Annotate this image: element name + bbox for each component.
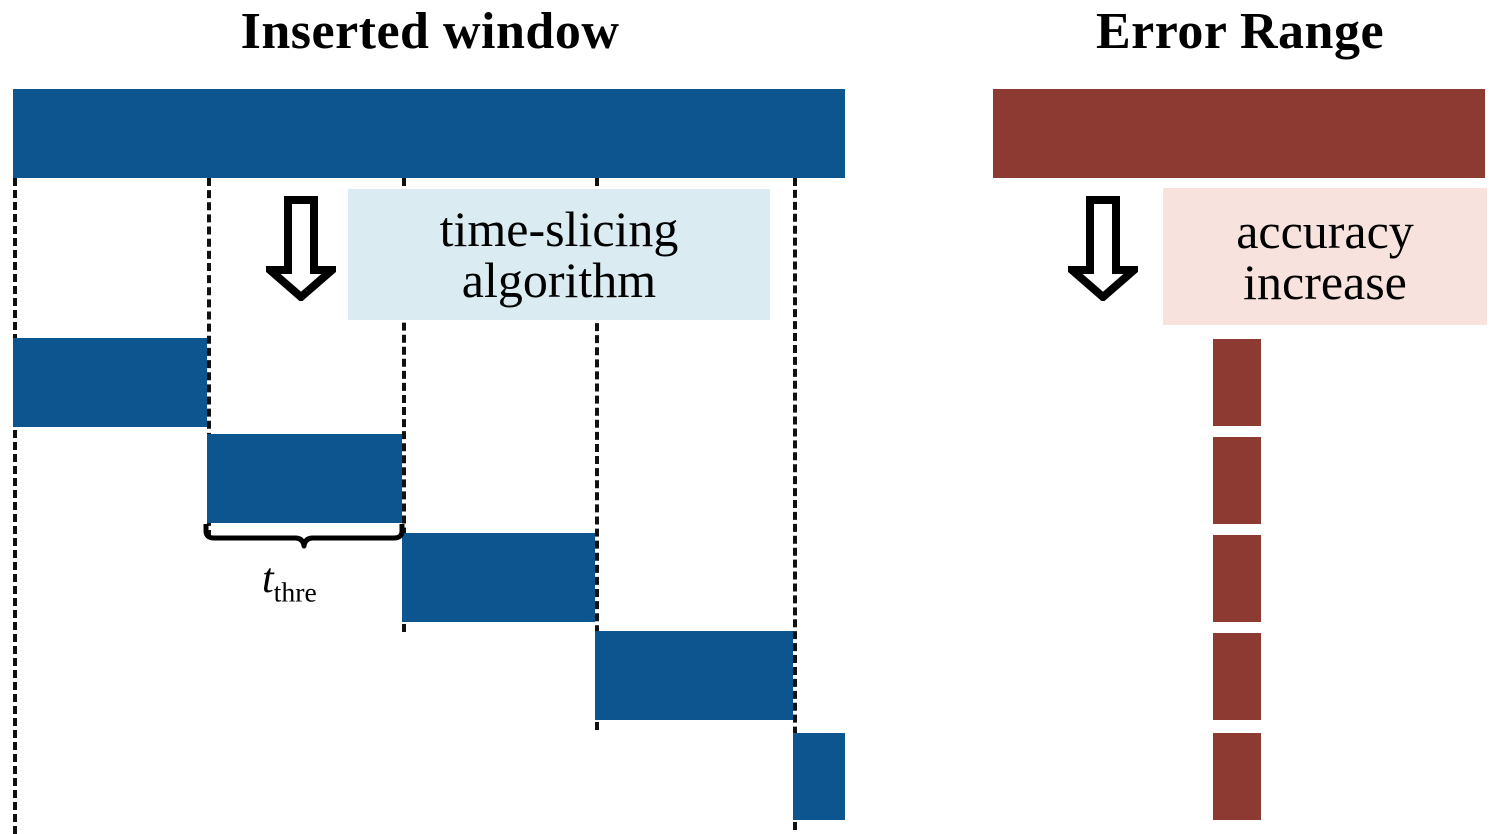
accuracy-callout-line1: accuracy [1236,202,1414,259]
left-panel-title: Inserted window [240,3,620,60]
sliced-window-bar-3 [402,533,595,622]
algo-callout-line1: time-slicing [439,200,679,257]
dashed-guide-4 [595,178,599,730]
error-block-2 [1213,437,1261,524]
error-block-3 [1213,535,1261,622]
error-block-5 [1213,733,1261,820]
t-thre-subscript: thre [273,576,317,608]
algo-callout-line2: algorithm [461,251,657,308]
t-thre-label: tthre [262,555,317,606]
down-arrow-icon [1068,196,1138,301]
accuracy-callout-line2: increase [1243,253,1407,310]
dashed-guide-3 [402,178,406,632]
t-thre-brace [203,524,405,549]
dashed-guide-1 [13,178,17,834]
t-thre-symbol: t [262,556,274,602]
sliced-window-bar-1 [13,338,207,427]
error-range-bar [993,89,1485,178]
right-panel-title: Error Range [1095,3,1385,60]
time-slicing-callout: time-slicing algorithm [348,189,770,320]
dashed-guide-2 [207,178,211,538]
error-block-1 [1213,339,1261,426]
sliced-window-bar-5 [793,733,845,820]
down-arrow-icon [266,196,336,301]
sliced-window-bar-4 [595,631,793,720]
inserted-window-bar [13,89,845,178]
accuracy-increase-callout: accuracy increase [1163,188,1487,325]
error-block-4 [1213,633,1261,720]
dashed-guide-5 [793,178,797,830]
sliced-window-bar-2 [207,434,402,523]
